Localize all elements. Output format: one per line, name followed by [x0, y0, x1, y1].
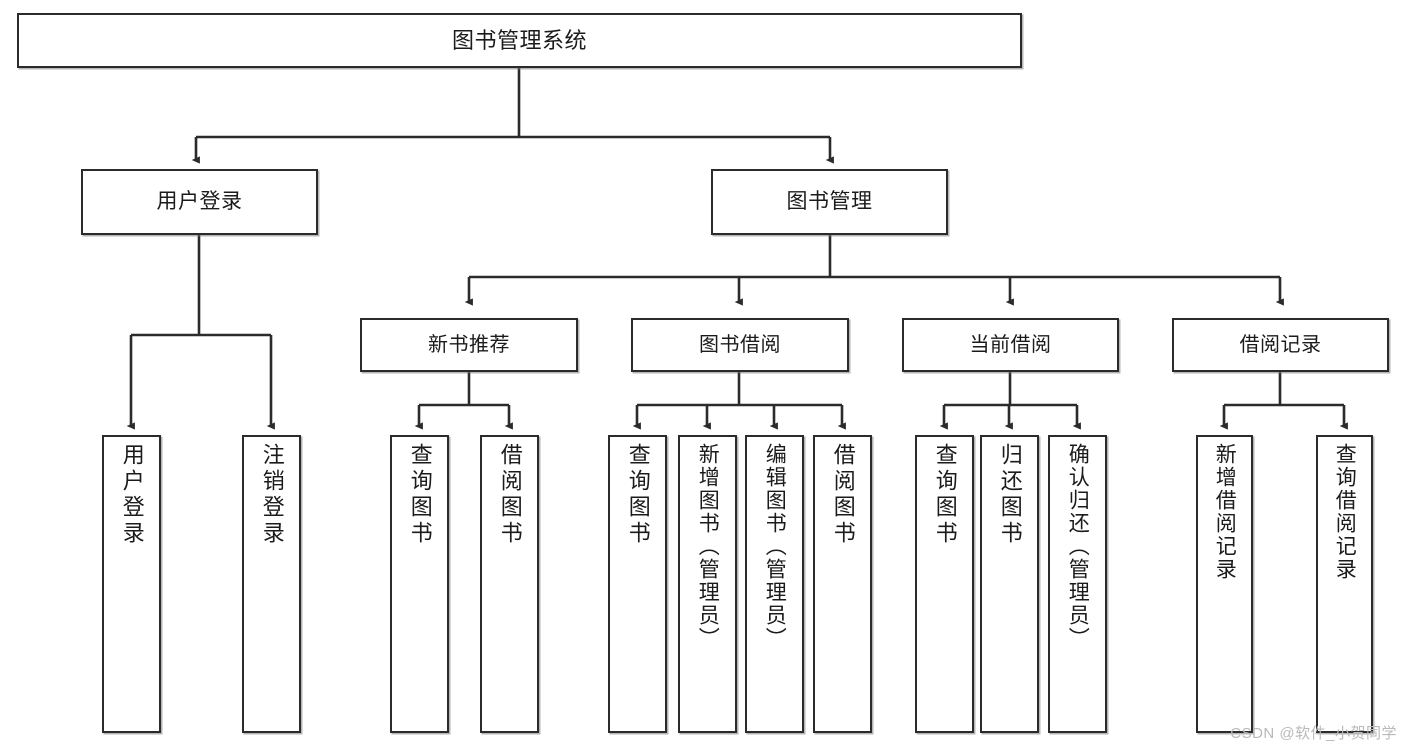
node-label: 查询图书: [625, 443, 651, 547]
node-label: 编辑图书（管理员）: [763, 443, 787, 650]
node-label: 当前借阅: [969, 333, 1052, 356]
leaf-borrow-record-add-record[interactable]: 新增借阅记录: [1196, 435, 1253, 733]
node-label: 新增图书（管理员）: [696, 443, 720, 650]
node-label: 用户登录: [119, 443, 145, 547]
leaf-new-book-query-book[interactable]: 查询图书: [390, 435, 449, 733]
leaf-current-borrow-confirm-return-admin[interactable]: 确认归还（管理员）: [1048, 435, 1107, 733]
node-label: 图书管理: [786, 190, 873, 214]
leaf-book-borrow-borrow-book[interactable]: 借阅图书: [813, 435, 872, 733]
node-label: 新书推荐: [428, 333, 510, 356]
csdn-watermark: CSDN @软件_小贺同学: [1230, 725, 1397, 742]
node-root-book-management-system[interactable]: 图书管理系统: [17, 13, 1022, 68]
node-label: 归还图书: [997, 443, 1023, 547]
node-label: 新增借阅记录: [1213, 443, 1237, 581]
node-label: 借阅图书: [497, 443, 523, 547]
node-label: 借阅图书: [830, 443, 856, 547]
node-user-login[interactable]: 用户登录: [81, 169, 318, 235]
leaf-book-borrow-edit-book-admin[interactable]: 编辑图书（管理员）: [745, 435, 804, 733]
node-label: 查询图书: [932, 443, 958, 547]
node-book-management[interactable]: 图书管理: [711, 169, 948, 235]
node-label: 借阅记录: [1239, 333, 1322, 356]
node-current-borrow[interactable]: 当前借阅: [902, 318, 1119, 372]
node-book-borrow[interactable]: 图书借阅: [631, 318, 849, 372]
node-label: 图书借阅: [699, 333, 781, 356]
leaf-user-login-logout[interactable]: 注销登录: [242, 435, 301, 733]
leaf-new-book-borrow-book[interactable]: 借阅图书: [480, 435, 539, 733]
node-borrow-record[interactable]: 借阅记录: [1172, 318, 1389, 372]
leaf-user-login-login[interactable]: 用户登录: [102, 435, 161, 733]
node-label: 查询借阅记录: [1333, 443, 1357, 581]
node-new-book-recommend[interactable]: 新书推荐: [360, 318, 578, 372]
leaf-current-borrow-query-book[interactable]: 查询图书: [915, 435, 974, 733]
node-label: 图书管理系统: [451, 27, 587, 53]
leaf-book-borrow-query-book[interactable]: 查询图书: [608, 435, 667, 733]
leaf-current-borrow-return-book[interactable]: 归还图书: [980, 435, 1039, 733]
node-label: 查询图书: [407, 443, 433, 547]
leaf-book-borrow-add-book-admin[interactable]: 新增图书（管理员）: [678, 435, 737, 733]
node-label: 注销登录: [259, 443, 285, 547]
leaf-borrow-record-query-record[interactable]: 查询借阅记录: [1316, 435, 1373, 733]
node-label: 用户登录: [156, 190, 243, 214]
node-label: 确认归还（管理员）: [1066, 443, 1090, 650]
